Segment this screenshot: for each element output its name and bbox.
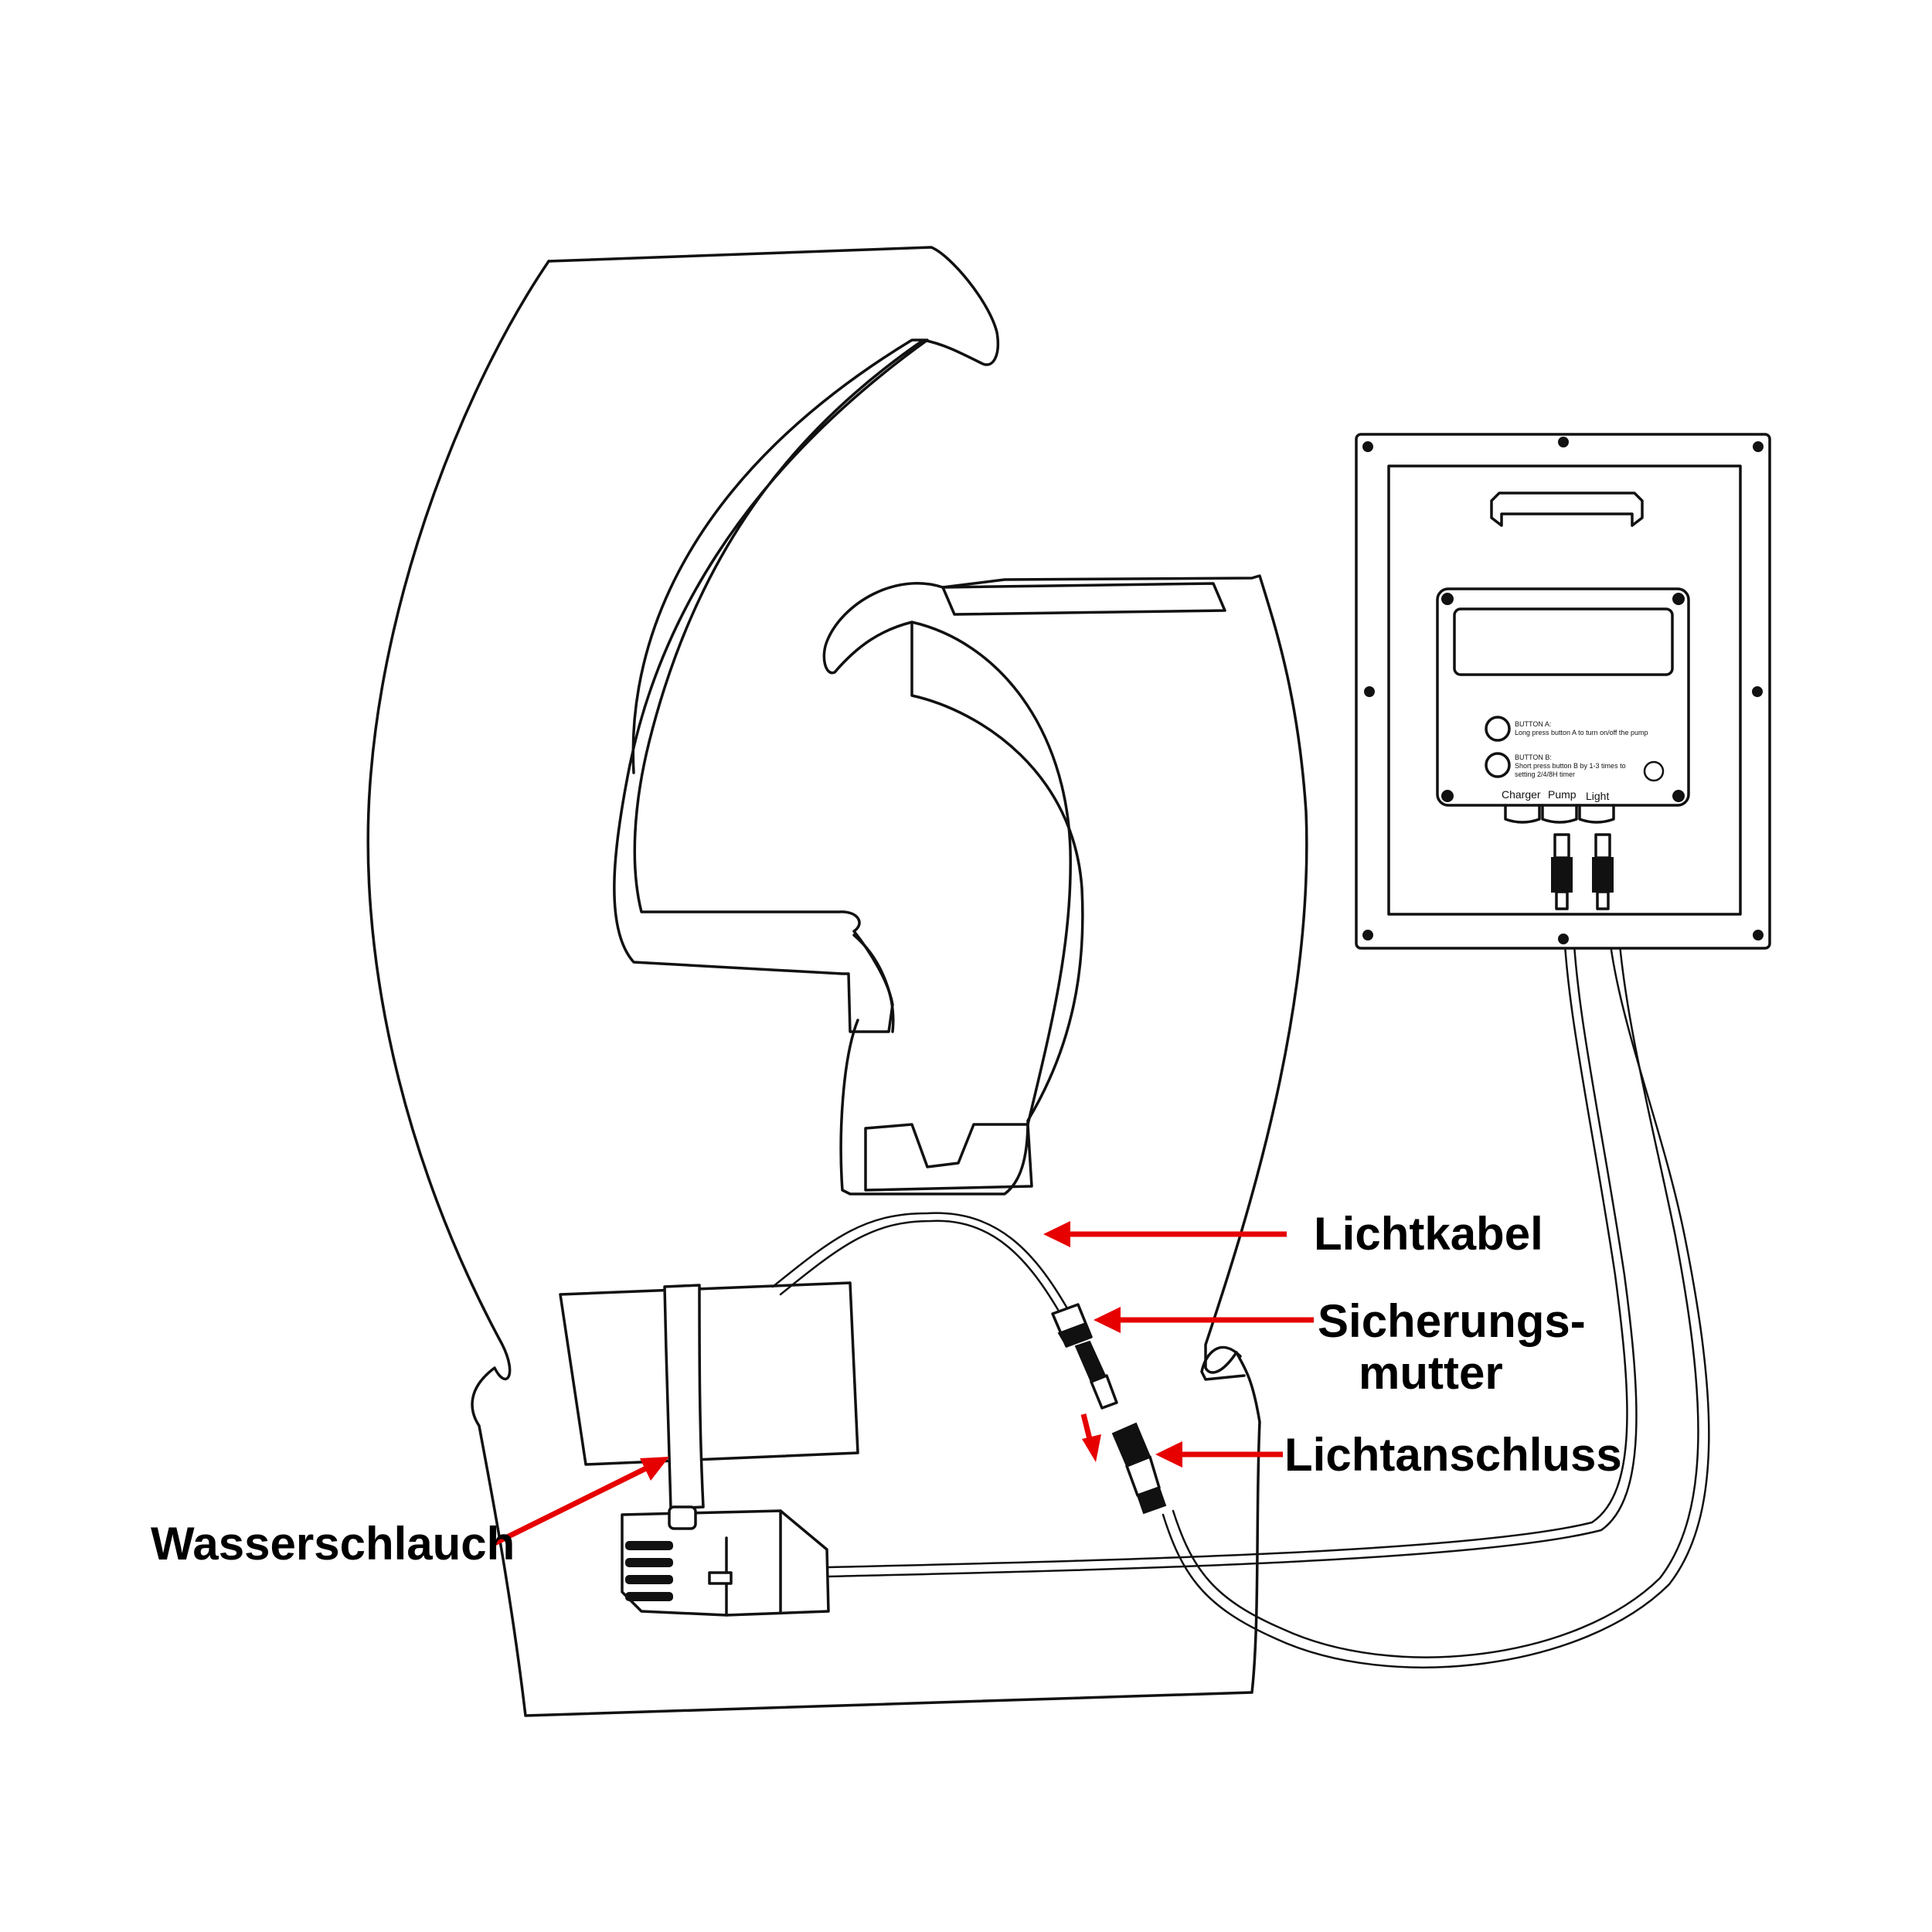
lower-lip xyxy=(852,934,895,1033)
pump-grille xyxy=(625,1541,673,1601)
water-panel xyxy=(559,1281,859,1510)
lower-basin xyxy=(864,1123,1033,1192)
label-lichtkabel: Lichtkabel xyxy=(1314,1208,1543,1260)
pump xyxy=(621,1505,830,1617)
right-notch xyxy=(1200,1345,1246,1381)
labels: Lichtkabel Sicherungs- mutter Lichtansch… xyxy=(151,1208,1622,1570)
control-box-handle xyxy=(1490,492,1644,527)
arrow-insert-direction xyxy=(1080,1413,1101,1462)
upper-ledge xyxy=(941,582,1226,616)
button-a-desc: Long press button A to turn on/off the p… xyxy=(1515,729,1648,736)
button-b-title: BUTTON B: xyxy=(1515,753,1552,761)
fountain-body xyxy=(366,246,1308,1717)
indicator-light xyxy=(1643,760,1665,782)
inner-curve xyxy=(910,621,1072,1126)
light-cable xyxy=(771,1212,1072,1315)
button-b[interactable] xyxy=(1485,752,1511,778)
port-label-light: Light xyxy=(1586,790,1609,802)
light-cable-to-box xyxy=(1162,910,1710,1668)
port-label-charger: Charger xyxy=(1502,788,1541,801)
label-wasserschlauch: Wasserschlauch xyxy=(151,1518,515,1570)
light-connector xyxy=(1051,1303,1167,1515)
arrow-sicherungsmutter xyxy=(1094,1307,1314,1333)
control-box: BUTTON A: Long press button A to turn on… xyxy=(1355,433,1771,950)
label-sicherungsmutter-2: mutter xyxy=(1359,1347,1503,1399)
port-plugs xyxy=(1551,833,1614,910)
arrow-lichtkabel xyxy=(1043,1221,1287,1247)
fountain-outer-outline xyxy=(547,246,999,1033)
button-b-desc-2: setting 2/4/8H timer xyxy=(1515,770,1575,778)
label-sicherungsmutter-1: Sicherungs- xyxy=(1318,1295,1586,1347)
solar-window xyxy=(1453,607,1674,676)
basin-panel xyxy=(559,1281,859,1466)
annotation-arrows xyxy=(493,1221,1314,1546)
arrow-wasserschlauch xyxy=(493,1457,669,1546)
cables xyxy=(771,910,1710,1668)
frame-screws xyxy=(1362,437,1764,944)
fountain-silhouette xyxy=(366,260,1308,1717)
port-label-pump: Pump xyxy=(1548,788,1577,801)
label-lichtanschluss: Lichtanschluss xyxy=(1284,1429,1622,1481)
pump-cable xyxy=(827,910,1628,1569)
control-panel xyxy=(1436,587,1690,807)
button-a-title: BUTTON A: xyxy=(1515,720,1551,728)
pump-outlet xyxy=(668,1505,697,1530)
button-b-desc-1: Short press button B by 1-3 times to xyxy=(1515,762,1626,770)
button-a[interactable] xyxy=(1485,716,1511,742)
arrow-lichtanschluss xyxy=(1155,1441,1283,1468)
water-hose xyxy=(663,1284,705,1510)
